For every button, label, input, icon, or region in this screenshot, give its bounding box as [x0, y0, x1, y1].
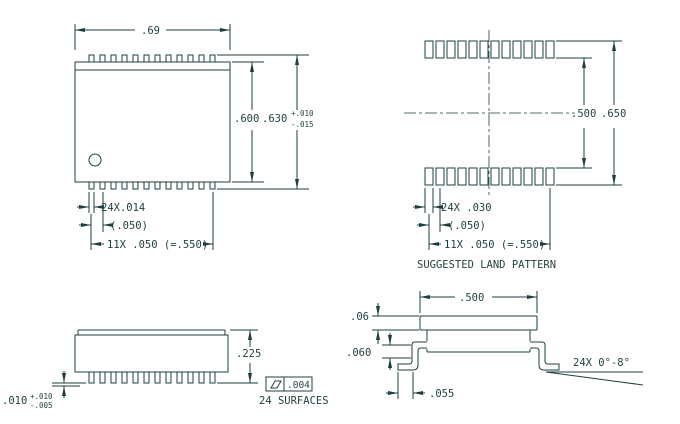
dim-lead-height: .060 [346, 347, 371, 359]
side-view-dimensions: .225 .010 +.010 -.005 .004 24 SURFACES [2, 329, 329, 410]
right-gullwing-lead [530, 341, 560, 371]
dim-cap-thickness: .06 [350, 311, 369, 323]
section-view-dimensions: .500 .06 .060 .055 24X 0°-8° [346, 291, 644, 400]
dim-section-width: .500 [459, 292, 484, 304]
dim-land-inner: .500 [571, 108, 596, 120]
top-view-dimensions: .69 .600 .630 +.010 -.015 24X.014 (.050)… [74, 24, 314, 251]
dim-pad-span: 11X .050 (=.550) [444, 239, 545, 251]
side-pin-row [88, 371, 216, 384]
package-section-view [397, 315, 560, 371]
top-pin-row [88, 54, 216, 63]
dim-package-width: .69 [141, 25, 160, 37]
dim-side-height: .225 [236, 348, 261, 360]
dim-standoff-tol-minus: -.005 [30, 401, 53, 410]
dim-land-outer: .650 [601, 108, 626, 120]
dim-pin-span: 11X .050 (=.550) [107, 239, 208, 251]
dim-pin-pitch: (.050) [110, 220, 148, 232]
land-pad-row-bottom [424, 167, 555, 186]
land-pattern-caption: SUGGESTED LAND PATTERN [417, 259, 556, 271]
flatness-icon [270, 380, 282, 389]
land-pad-row-top [424, 40, 555, 59]
dim-body-height: .600 [234, 113, 259, 125]
package-side-view [74, 329, 229, 384]
dim-foot-length: .055 [429, 388, 454, 400]
dim-overall-height: .630 [262, 113, 287, 125]
flatness-callout: .004 [265, 376, 313, 392]
dim-pad-pitch: (.050) [448, 220, 486, 232]
dim-standoff-tol-plus: +.010 [30, 392, 53, 401]
dim-pin-width: 24X.014 [101, 202, 145, 214]
land-pattern-dimensions: .500 .650 24X .030 (.050) 11X .050 (=.55… [413, 40, 626, 271]
bottom-pin-row [88, 181, 216, 190]
pin1-marker [88, 153, 102, 167]
dim-tolerance-minus: -.015 [291, 120, 314, 129]
dim-lead-angle: 24X 0°-8° [573, 357, 630, 369]
left-gullwing-lead [397, 341, 427, 371]
dim-pad-width: 24X .030 [441, 202, 492, 214]
flatness-note: 24 SURFACES [259, 395, 329, 407]
flatness-value: .004 [287, 380, 310, 391]
land-pattern-view [404, 30, 575, 196]
dim-standoff: .010 [2, 395, 27, 407]
dim-tolerance-plus: +.010 [291, 109, 314, 118]
package-top-view [74, 54, 231, 190]
